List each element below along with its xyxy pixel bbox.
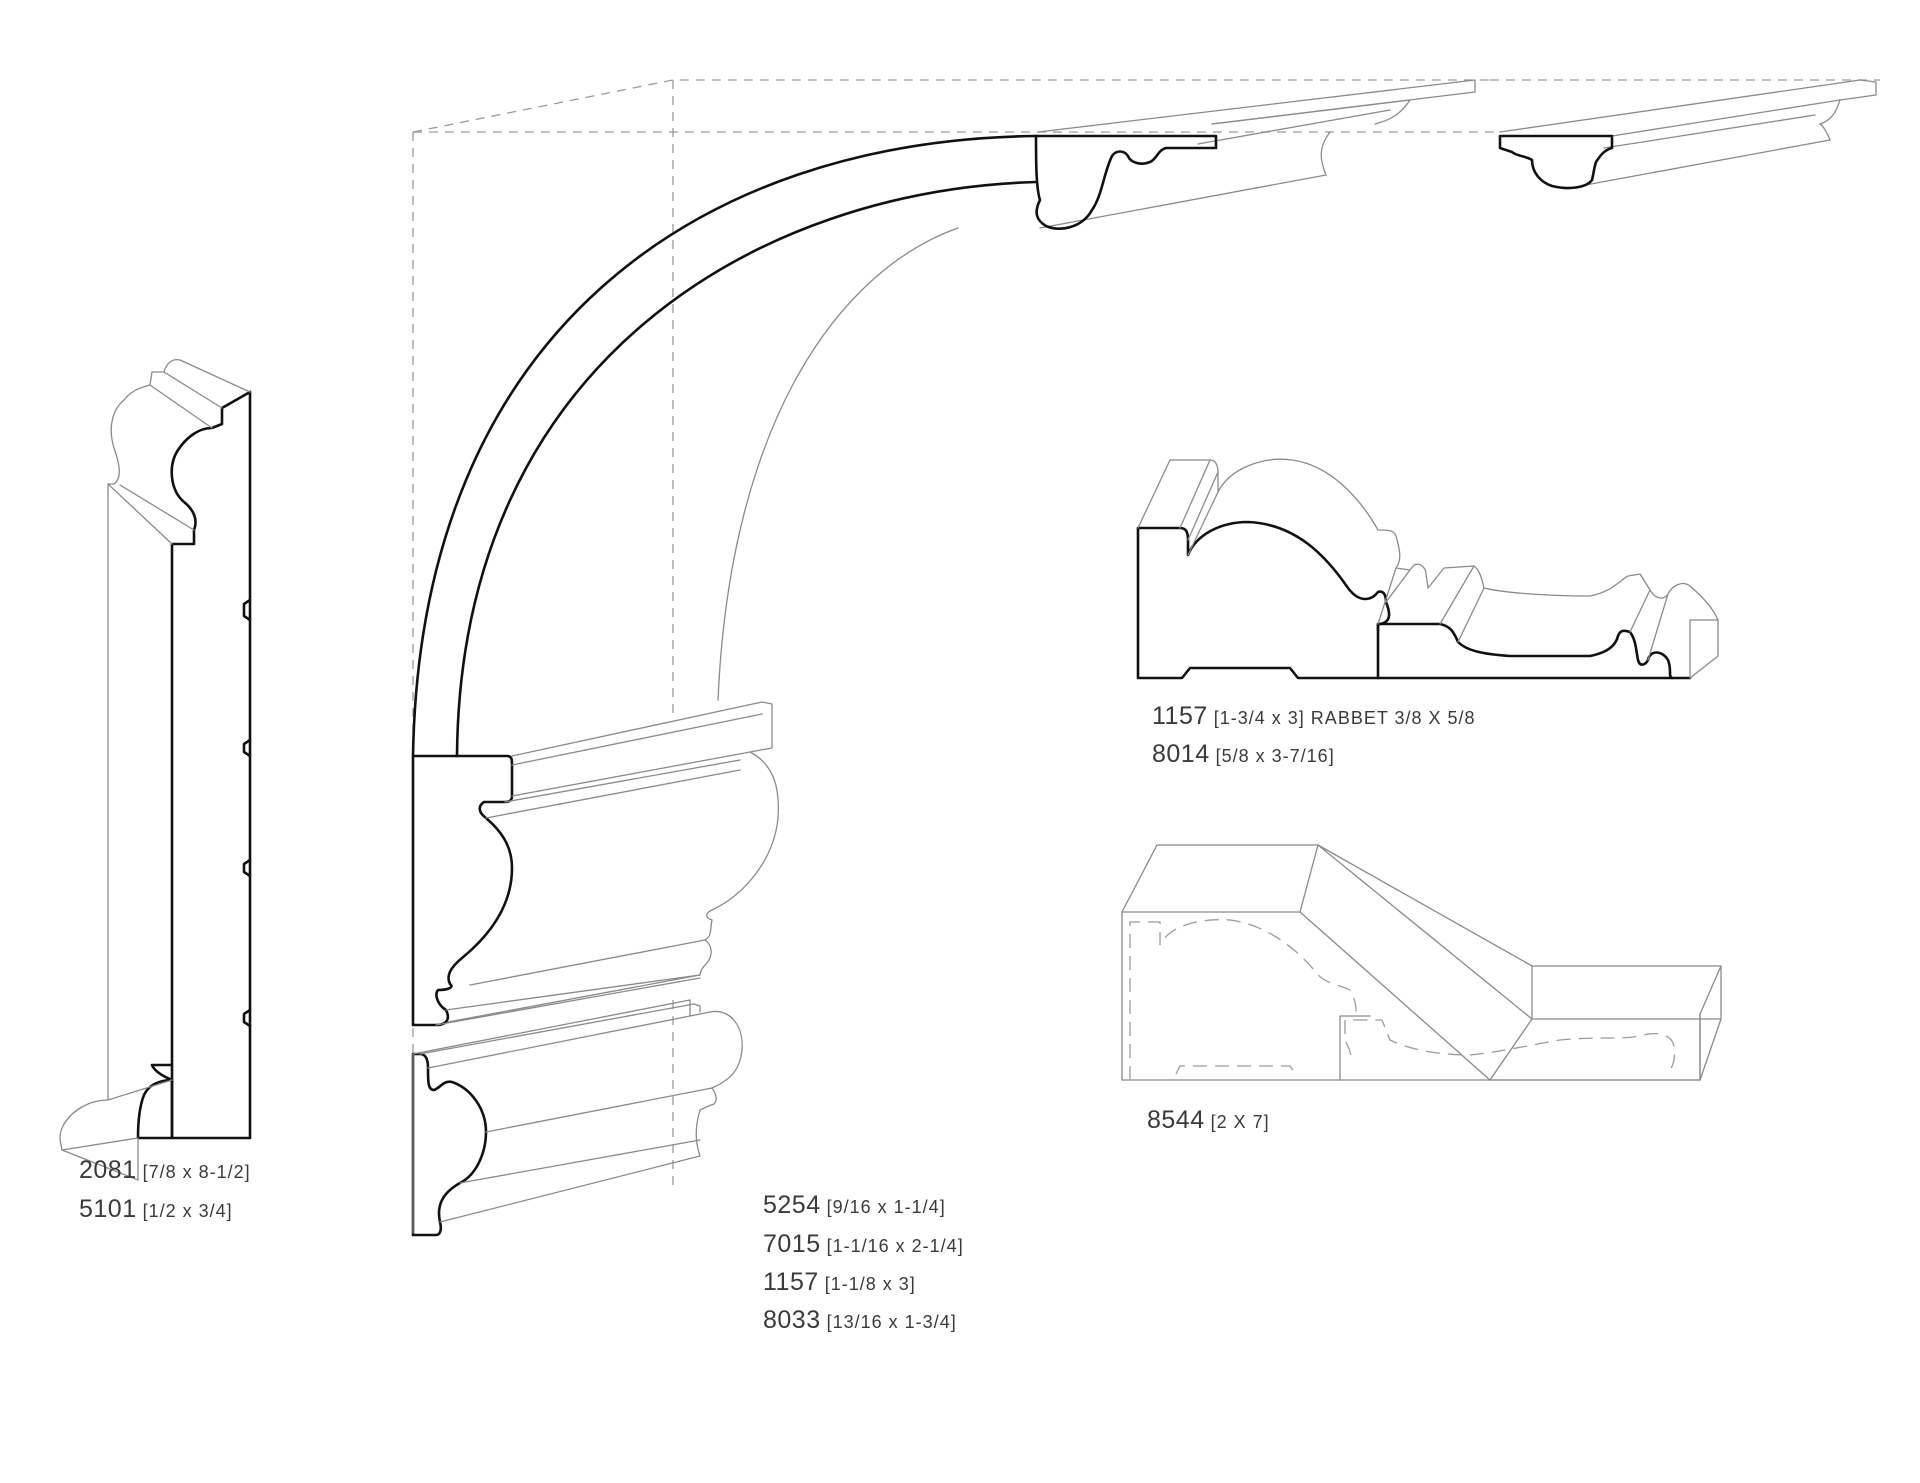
blank-molding [1121,844,1722,1081]
label-chair-7015: 7015[1-1/16 x 2-1/4] [763,1232,964,1257]
label-code: 5101 [79,1195,137,1223]
label-code: 8014 [1152,740,1210,768]
construction-lines [412,79,1880,1230]
label-dim: [7/8 x 8-1/2] [142,1162,251,1182]
label-code: 1157 [1152,702,1208,730]
label-code: 8033 [763,1306,821,1334]
crown-arch-molding [411,79,1476,1027]
label-rabbet-1157: 1157[1-3/4 x 3] RABBET 3/8 X 5/8 [1152,704,1476,729]
label-dim: [5/8 x 3-7/16] [1215,746,1335,766]
crown-fragment-right [1498,79,1877,190]
label-dim: [1/2 x 3/4] [142,1201,233,1221]
label-dim: [2 X 7] [1210,1112,1270,1132]
rabbet-molding [1136,458,1719,680]
label-chair-8033: 8033[13/16 x 1-3/4] [763,1308,957,1333]
label-code: 7015 [763,1230,821,1258]
label-dim: [1-1/8 x 3] [824,1274,916,1294]
label-code: 8544 [1147,1106,1205,1134]
label-dim: [13/16 x 1-3/4] [826,1312,957,1332]
label-casing-5101: 5101[1/2 x 3/4] [79,1197,233,1222]
label-casing-2081: 2081[7/8 x 8-1/2] [79,1158,251,1183]
label-rabbet-8014: 8014[5/8 x 3-7/16] [1152,742,1335,767]
label-dim: [1-3/4 x 3] RABBET 3/8 X 5/8 [1213,708,1476,728]
label-code: 2081 [79,1156,137,1184]
label-blank-8544: 8544[2 X 7] [1147,1108,1270,1133]
label-dim: [1-1/16 x 2-1/4] [826,1236,964,1256]
label-chair-5254: 5254[9/16 x 1-1/4] [763,1193,946,1218]
label-code: 1157 [763,1268,819,1296]
label-chair-1157: 1157[1-1/8 x 3] [763,1270,916,1295]
casing-molding [59,358,252,1181]
chair-rail-molding [411,999,743,1237]
label-code: 5254 [763,1191,821,1219]
label-dim: [9/16 x 1-1/4] [826,1197,946,1217]
